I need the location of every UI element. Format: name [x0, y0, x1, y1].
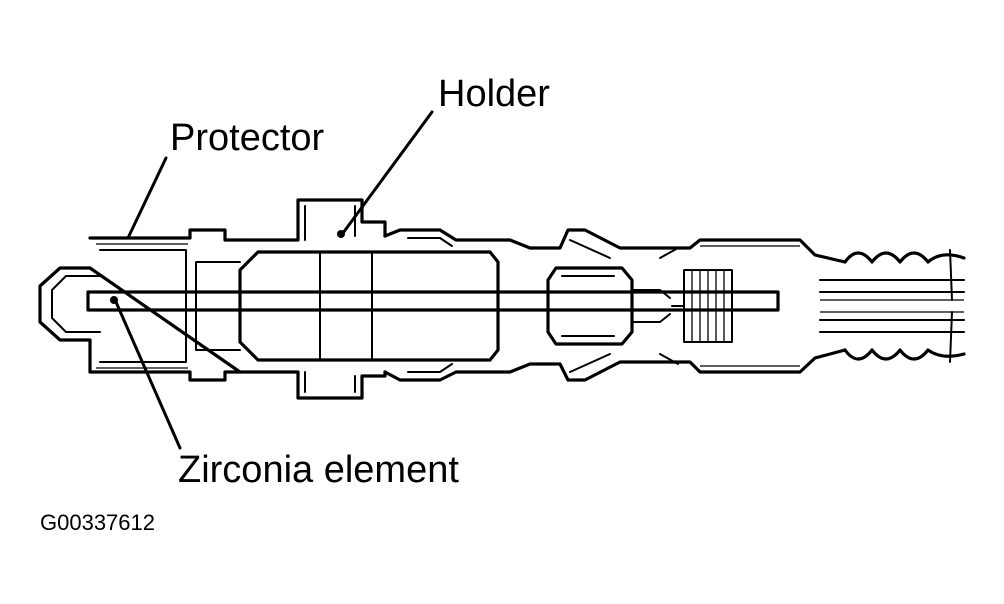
cable-boot-shape [819, 249, 966, 363]
zirconia-element-leader-dot [110, 296, 118, 304]
holder-shape [195, 198, 500, 400]
holder-leader-line [341, 110, 434, 235]
figure-code: G00337612 [40, 510, 155, 535]
housing-shape [383, 228, 847, 382]
leader-lines [110, 110, 434, 450]
zirconia-element-leader-line [114, 300, 182, 450]
holder-leader-dot [337, 230, 345, 238]
zirconia-element-label: Zirconia element [178, 449, 459, 491]
holder-label: Holder [438, 73, 550, 115]
zirconia-element-shape [86, 290, 780, 312]
protector-leader-line [126, 156, 168, 240]
protector-shape [38, 228, 242, 382]
protector-label: Protector [170, 117, 325, 159]
terminal-shape [546, 266, 733, 346]
